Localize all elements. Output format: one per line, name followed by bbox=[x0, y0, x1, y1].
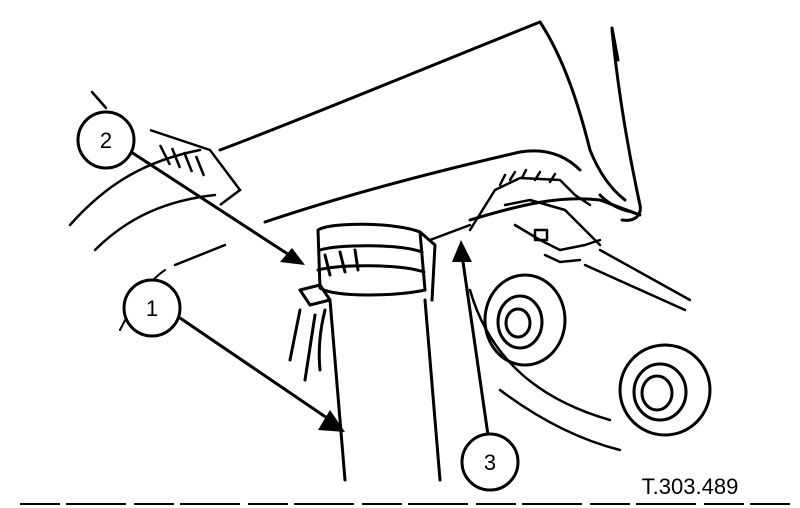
hatched-clip-upper-left bbox=[149, 128, 242, 206]
leader-lines bbox=[126, 148, 490, 437]
callout-circle-1 bbox=[122, 278, 182, 338]
bracket-assembly bbox=[493, 168, 692, 312]
arrowhead-1 bbox=[318, 410, 345, 432]
rubber-grommet-left bbox=[483, 273, 567, 367]
callout-circle-3 bbox=[460, 432, 520, 492]
callout-2: 2 bbox=[76, 110, 136, 170]
upper-panel bbox=[218, 20, 642, 224]
callout-label-3: 3 bbox=[484, 450, 496, 475]
callout-label-1: 1 bbox=[146, 296, 158, 321]
arrowhead-3 bbox=[452, 240, 472, 262]
callout-1: 1 bbox=[122, 278, 182, 338]
tube-and-clip bbox=[288, 222, 442, 482]
callout-label-2: 2 bbox=[100, 128, 112, 153]
callout-3: 3 bbox=[460, 432, 520, 492]
leader-line-1 bbox=[178, 316, 332, 422]
figure-reference: T.303.489 bbox=[642, 474, 739, 499]
wiring-line-upper bbox=[428, 188, 497, 242]
leader-line-3 bbox=[460, 253, 490, 437]
body-curves-right bbox=[468, 288, 622, 452]
rubber-grommet-right bbox=[618, 343, 712, 437]
arrowheads bbox=[280, 240, 472, 432]
callout-circle-2 bbox=[76, 110, 136, 170]
arrowhead-2 bbox=[280, 248, 305, 265]
leader-line-2 bbox=[126, 148, 302, 264]
